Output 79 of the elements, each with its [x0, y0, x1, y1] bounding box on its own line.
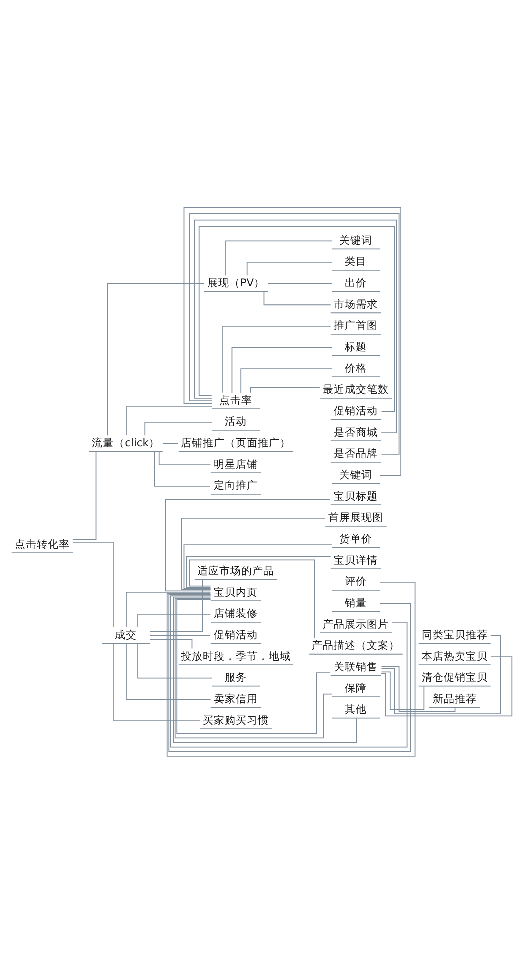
node-text: 货单价: [340, 532, 373, 545]
node-text: 关键词: [340, 233, 373, 246]
node-text: 出价: [345, 276, 368, 290]
connector: [72, 541, 114, 628]
connector: [165, 498, 331, 592]
node-text: 销量: [345, 596, 368, 609]
node-text: 店铺装修: [214, 606, 258, 620]
connector: [114, 642, 201, 721]
connector: [268, 282, 332, 284]
node-text: 清仓促销宝贝: [422, 670, 488, 684]
connector: [126, 406, 213, 436]
connector: [250, 386, 320, 393]
connector: [150, 578, 204, 632]
connector: [189, 559, 316, 638]
connector: [126, 592, 212, 628]
node-text: 店铺推广（页面推广）: [181, 436, 292, 450]
node-text: 其他: [345, 702, 368, 716]
connector: [158, 451, 212, 466]
node-text: 产品描述（文案）: [312, 638, 400, 652]
node-text: 点击转化率: [15, 537, 70, 550]
node-text: 定向推广: [214, 478, 258, 492]
node-text: 类目: [345, 254, 368, 268]
connector: [381, 666, 456, 712]
node-text: 宝贝标题: [334, 489, 378, 502]
node-text: 适应市场的产品: [198, 564, 275, 577]
node-text: 促销活动: [214, 628, 258, 641]
node-text: 产品展示图片: [323, 617, 390, 630]
connector: [173, 596, 358, 743]
node-text: 卖家信用: [214, 692, 258, 705]
node-text: 标题: [345, 340, 368, 354]
node-text: 成交: [115, 628, 138, 641]
connector: [246, 262, 332, 276]
node-text: 价格: [345, 361, 368, 374]
connector: [144, 422, 212, 436]
connector: [138, 613, 212, 628]
connector: [150, 638, 193, 649]
connector: [232, 346, 332, 393]
connector: [264, 291, 332, 306]
node-text: 展现（PV）: [207, 276, 266, 290]
node-text: 关联销售: [334, 660, 378, 673]
node-text: 保障: [345, 681, 368, 694]
node-text: 投放时段，季节，地域: [181, 649, 292, 662]
node-text: 明星店铺: [214, 457, 258, 470]
connector: [73, 451, 97, 540]
connector: [226, 240, 332, 276]
connector: [138, 643, 213, 678]
connector: [381, 634, 502, 714]
node-text: 流量（click）: [92, 436, 160, 450]
connector: [222, 326, 332, 393]
node-text: 促销活动: [334, 404, 378, 418]
connector: [240, 368, 333, 393]
node-text: 宝贝内页: [214, 585, 258, 598]
node-text: 活动: [225, 414, 248, 428]
node-text: 宝贝详情: [334, 553, 378, 566]
node-text: 服务: [225, 670, 248, 684]
connector: [181, 517, 326, 590]
node-text: 同类宝贝推荐: [422, 628, 488, 641]
connector: [107, 282, 205, 436]
node-text: 买家购买习惯: [203, 713, 270, 726]
node-text: 点击率: [220, 393, 253, 406]
node-text: 是否商城: [334, 425, 378, 438]
node-text: 是否品牌: [334, 446, 378, 460]
connector: [381, 671, 425, 710]
connector: [126, 642, 212, 700]
connector: [184, 544, 332, 589]
connector: [381, 656, 513, 716]
node-text: 最近成交笔数: [323, 382, 390, 396]
connector: [150, 634, 211, 636]
node-text: 关键词: [340, 468, 373, 482]
node-text: 本店热卖宝贝: [422, 649, 488, 662]
node-text: 评价: [345, 574, 368, 588]
connector: [154, 451, 211, 486]
connector: [186, 556, 332, 588]
connector: [198, 226, 396, 412]
connector: [162, 442, 179, 444]
node-text: 首屏展现图: [328, 510, 384, 524]
node-text: 新品推荐: [432, 692, 477, 705]
node-text: 市场需求: [334, 297, 378, 310]
node-text: 推广首图: [334, 318, 378, 332]
